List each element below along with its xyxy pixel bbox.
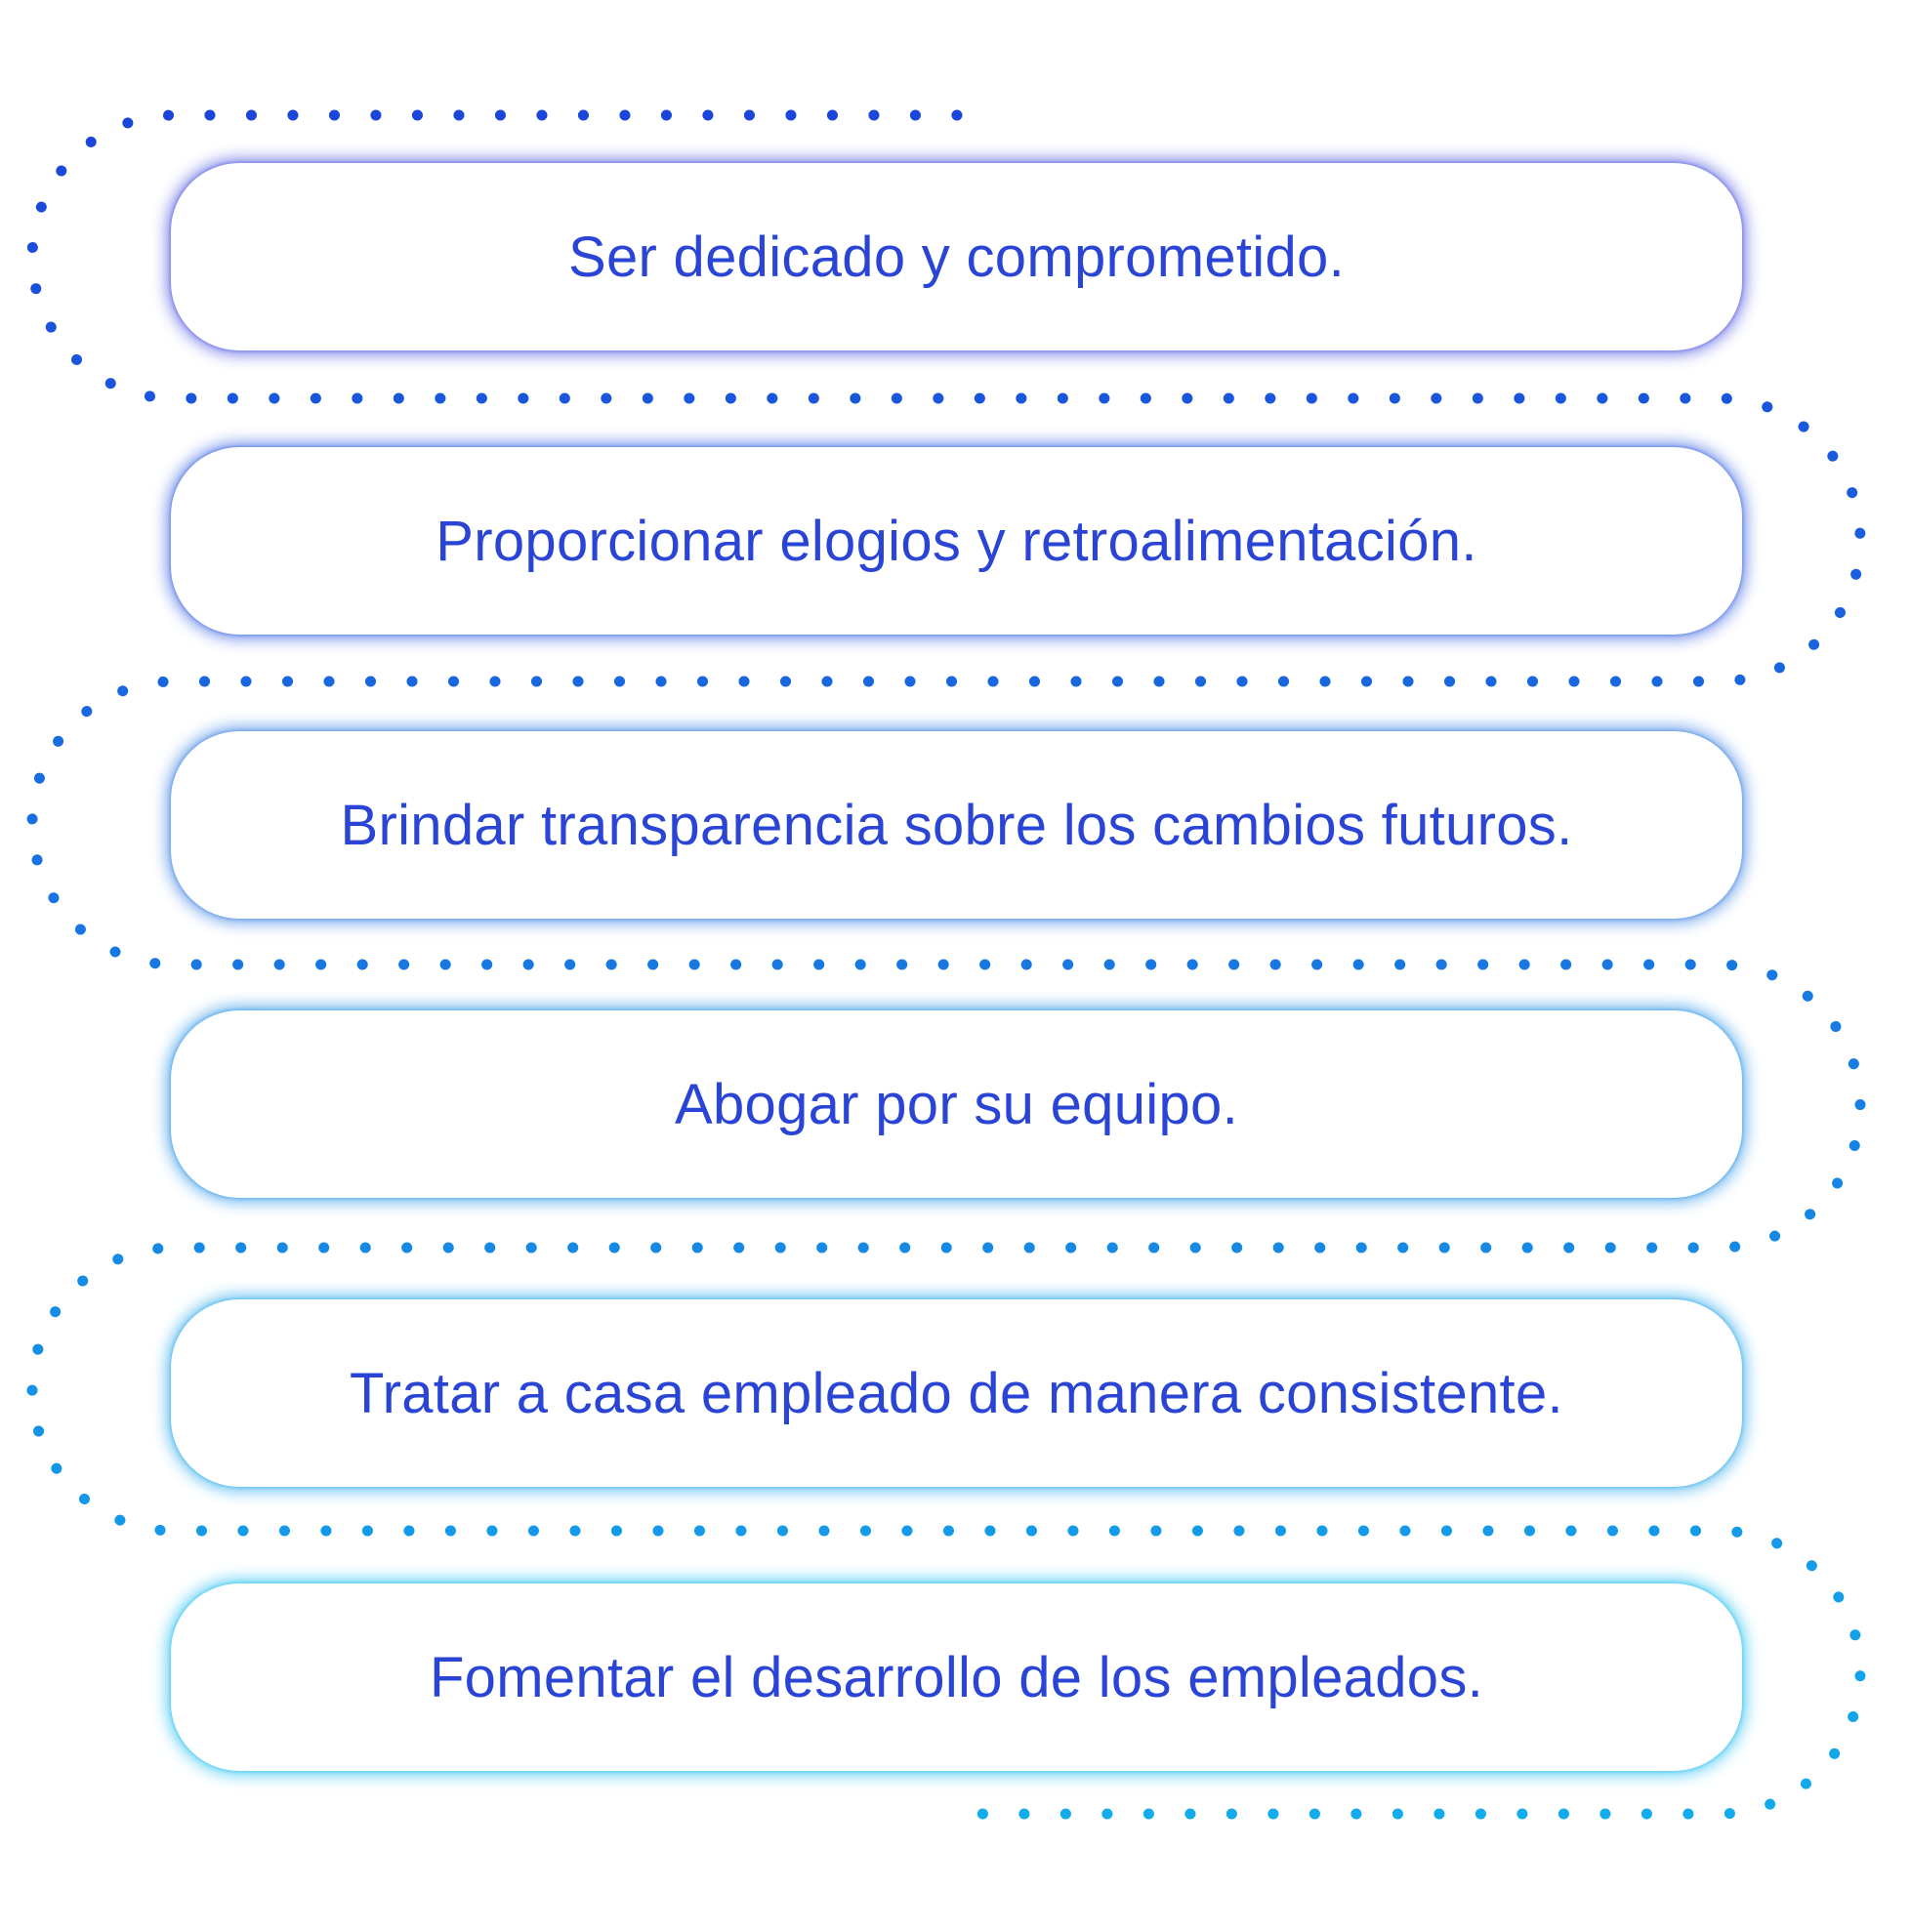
list-item-label: Abogar por su equipo. bbox=[674, 1072, 1239, 1136]
list-item-label: Brindar transparencia sobre los cambios … bbox=[340, 793, 1573, 857]
list-item: Tratar a casa empleado de manera consist… bbox=[171, 1299, 1742, 1487]
list-item-label: Proporcionar elogios y retroalimentación… bbox=[436, 509, 1477, 573]
list-item: Proporcionar elogios y retroalimentación… bbox=[171, 447, 1742, 635]
list-item: Brindar transparencia sobre los cambios … bbox=[171, 731, 1742, 919]
list-item: Abogar por su equipo. bbox=[171, 1010, 1742, 1198]
list-item-label: Ser dedicado y comprometido. bbox=[567, 225, 1346, 289]
list-item: Fomentar el desarrollo de los empleados. bbox=[171, 1583, 1742, 1771]
list-item-label: Tratar a casa empleado de manera consist… bbox=[350, 1361, 1563, 1425]
list-item: Ser dedicado y comprometido. bbox=[171, 163, 1742, 350]
list-item-label: Fomentar el desarrollo de los empleados. bbox=[429, 1645, 1484, 1709]
